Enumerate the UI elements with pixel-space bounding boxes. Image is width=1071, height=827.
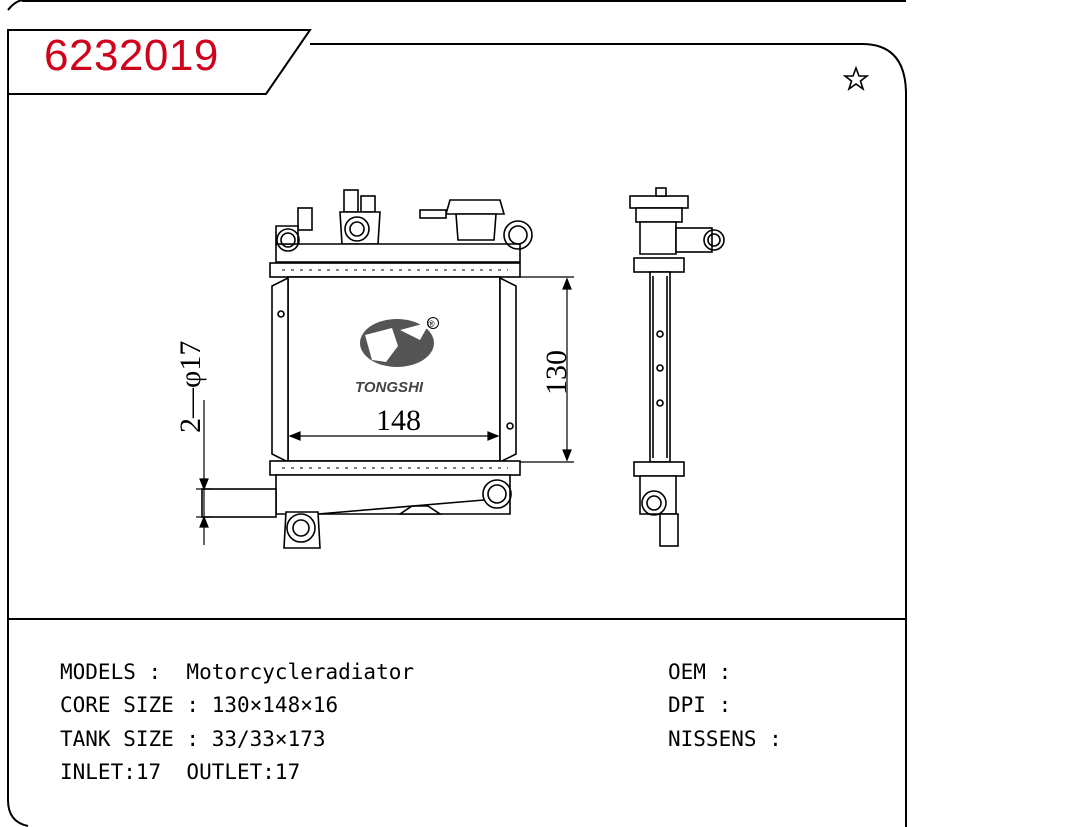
star-outline-icon[interactable] [843, 66, 869, 92]
pipe-dimension-line [196, 400, 212, 545]
height-dimension-label: 130 [540, 350, 573, 395]
spec-nissens: NISSENS : [668, 727, 782, 751]
brand-name: TONGSHI [355, 379, 424, 396]
spec-models: MODELS : Motorcycleradiator [60, 660, 415, 684]
height-dimension-line [520, 276, 574, 463]
pipe-dimension-label: 2—φ17 [174, 341, 207, 433]
width-dimension-line [288, 431, 500, 441]
part-number-tab [7, 29, 312, 95]
part-number: 6232019 [44, 31, 219, 80]
width-dimension-label: 148 [376, 404, 421, 437]
spec-core-size: CORE SIZE : 130×148×16 [60, 693, 339, 717]
spec-dpi: DPI : [668, 693, 732, 717]
side-view-drawing [629, 187, 713, 547]
spec-tank-size: TANK SIZE : 33/33×173 [60, 727, 326, 751]
registered-mark: ® [428, 319, 435, 329]
brand-logo [360, 317, 439, 367]
spec-oem: OEM : [668, 660, 732, 684]
card-border [7, 94, 29, 827]
front-view-drawing [201, 189, 521, 549]
spec-inlet-outlet: INLET:17 OUTLET:17 [60, 760, 301, 784]
